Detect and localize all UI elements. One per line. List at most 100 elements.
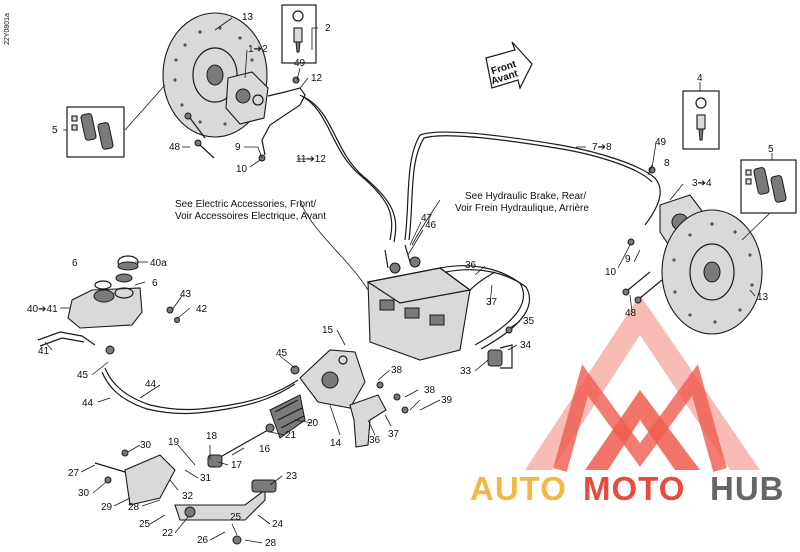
callout-27: 27 <box>68 468 80 479</box>
reservoir-hose <box>104 367 299 411</box>
watermark-word-auto: AUTO <box>470 470 567 507</box>
callout-30-bottom: 30 <box>78 488 90 499</box>
reservoir-bolt <box>166 306 174 314</box>
front-brake-line-left <box>299 94 393 241</box>
callout-28-top: 28 <box>128 502 140 513</box>
callout-5-right: 5 <box>768 144 774 155</box>
reservoir-hose-edge <box>101 371 296 415</box>
callout-1-2: 1➔2 <box>248 44 268 55</box>
front-right-brake-disc <box>661 209 763 335</box>
callout-23: 23 <box>286 471 298 482</box>
callout-9-right: 9 <box>625 254 631 265</box>
callout-45-left: 45 <box>77 370 89 381</box>
callout-leaders <box>44 17 773 544</box>
callout-49-left: 49 <box>294 58 306 69</box>
callout-40-41: 40➔41 <box>27 304 58 315</box>
brake-line-clamp <box>487 344 513 369</box>
callout-45-right: 45 <box>276 348 288 359</box>
caliper-bolts-left <box>184 112 215 159</box>
callout-41: 41 <box>38 346 50 357</box>
front-direction-arrow: Front Avant <box>485 41 533 90</box>
note-hydraulic-brake-line2: Voir Frein Hydraulique, Arrière <box>455 203 589 214</box>
pedal-bolt-30a <box>121 449 129 457</box>
callout-31: 31 <box>200 473 212 484</box>
callout-18: 18 <box>206 431 218 442</box>
callout-37-bottom: 37 <box>388 429 400 440</box>
callout-13-disc-left: 13 <box>242 12 254 23</box>
front-brake-line-right-edge <box>408 135 653 241</box>
hose-clamp-a <box>105 345 115 355</box>
brake-pedal-assembly <box>124 454 277 545</box>
rear-line-bracket <box>349 381 409 448</box>
front-left-brake-hose <box>261 87 306 156</box>
front-right-brake-pad-kit <box>740 159 797 214</box>
callout-48-left: 48 <box>169 142 181 153</box>
rear-brake-line-c <box>469 271 496 291</box>
brake-master-cylinder <box>299 349 366 409</box>
front-left-brake-caliper <box>225 71 269 125</box>
callout-13-disc-right: 13 <box>757 292 769 303</box>
callout-30-top: 30 <box>140 440 152 451</box>
note-electric-accessories-line1: See Electric Accessories, Front/ <box>175 199 316 210</box>
callout-25-top: 25 <box>139 519 151 530</box>
callout-39: 39 <box>441 395 453 406</box>
front-left-brake-pad-kit <box>66 106 125 158</box>
watermark-word-moto: MOTO <box>583 470 685 507</box>
callout-10-left: 10 <box>236 164 248 175</box>
callout-26: 26 <box>197 535 209 546</box>
callout-32: 32 <box>182 491 194 502</box>
callout-33: 33 <box>460 366 472 377</box>
callout-29: 29 <box>101 502 113 513</box>
document-id: 22Y0801a <box>4 13 11 45</box>
callout-8: 8 <box>664 158 670 169</box>
watermark-triangle-inner <box>585 390 700 470</box>
rear-brake-line-b <box>445 269 531 350</box>
callout-4: 4 <box>697 73 703 84</box>
abs-hydraulic-unit <box>366 244 472 361</box>
callout-16: 16 <box>259 444 271 455</box>
callout-46: 46 <box>425 220 437 231</box>
banjo-bolt-left <box>292 76 300 84</box>
callout-19: 19 <box>168 437 180 448</box>
callout-6-right: 6 <box>152 278 158 289</box>
callout-14: 14 <box>330 438 342 449</box>
callout-38-bottom: 38 <box>424 385 436 396</box>
clevis <box>207 454 223 468</box>
pedal-pad <box>251 479 277 493</box>
callout-40a: 40a <box>150 258 167 269</box>
callout-48-right: 48 <box>625 308 637 319</box>
callout-17: 17 <box>231 460 243 471</box>
callout-44-left: 44 <box>82 398 94 409</box>
callout-36-bottom: 36 <box>369 435 381 446</box>
callout-42: 42 <box>196 304 208 315</box>
callout-11-12: 11➔12 <box>296 154 326 165</box>
callout-49-right: 49 <box>655 137 667 148</box>
automotohub-watermark: AUTO MOTO HUB <box>470 295 784 507</box>
watermark-m-shape <box>553 364 727 472</box>
bleeder-screw-kit-box-right <box>682 90 720 150</box>
callout-24: 24 <box>272 519 284 530</box>
callout-37-top: 37 <box>486 297 498 308</box>
callout-22: 22 <box>162 528 174 539</box>
front-brake-line-left-edge <box>303 96 397 243</box>
push-rod-nut <box>265 423 275 433</box>
callout-10-right: 10 <box>605 267 617 278</box>
reservoir-bracket <box>37 331 96 347</box>
callout-34: 34 <box>520 340 532 351</box>
callout-15: 15 <box>322 325 334 336</box>
reservoir-washer <box>174 317 180 323</box>
bleeder-screw-kit-box <box>281 4 317 64</box>
clamp-screw <box>505 326 513 334</box>
callout-20: 20 <box>307 418 319 429</box>
callout-6-left: 6 <box>72 258 78 269</box>
callout-25-bottom: 25 <box>230 512 242 523</box>
callout-44-right: 44 <box>145 379 157 390</box>
callout-labels: 13 1➔2 2 5 48 9 10 49 12 11➔12 7➔8 49 8 … <box>27 12 774 549</box>
push-rod <box>214 429 269 461</box>
note-hydraulic-brake-line1: See Hydraulic Brake, Rear/ <box>465 191 586 202</box>
callout-43: 43 <box>180 289 192 300</box>
callout-7-8: 7➔8 <box>592 142 612 153</box>
callout-5-left: 5 <box>52 125 58 136</box>
bleeder-right <box>627 238 635 246</box>
